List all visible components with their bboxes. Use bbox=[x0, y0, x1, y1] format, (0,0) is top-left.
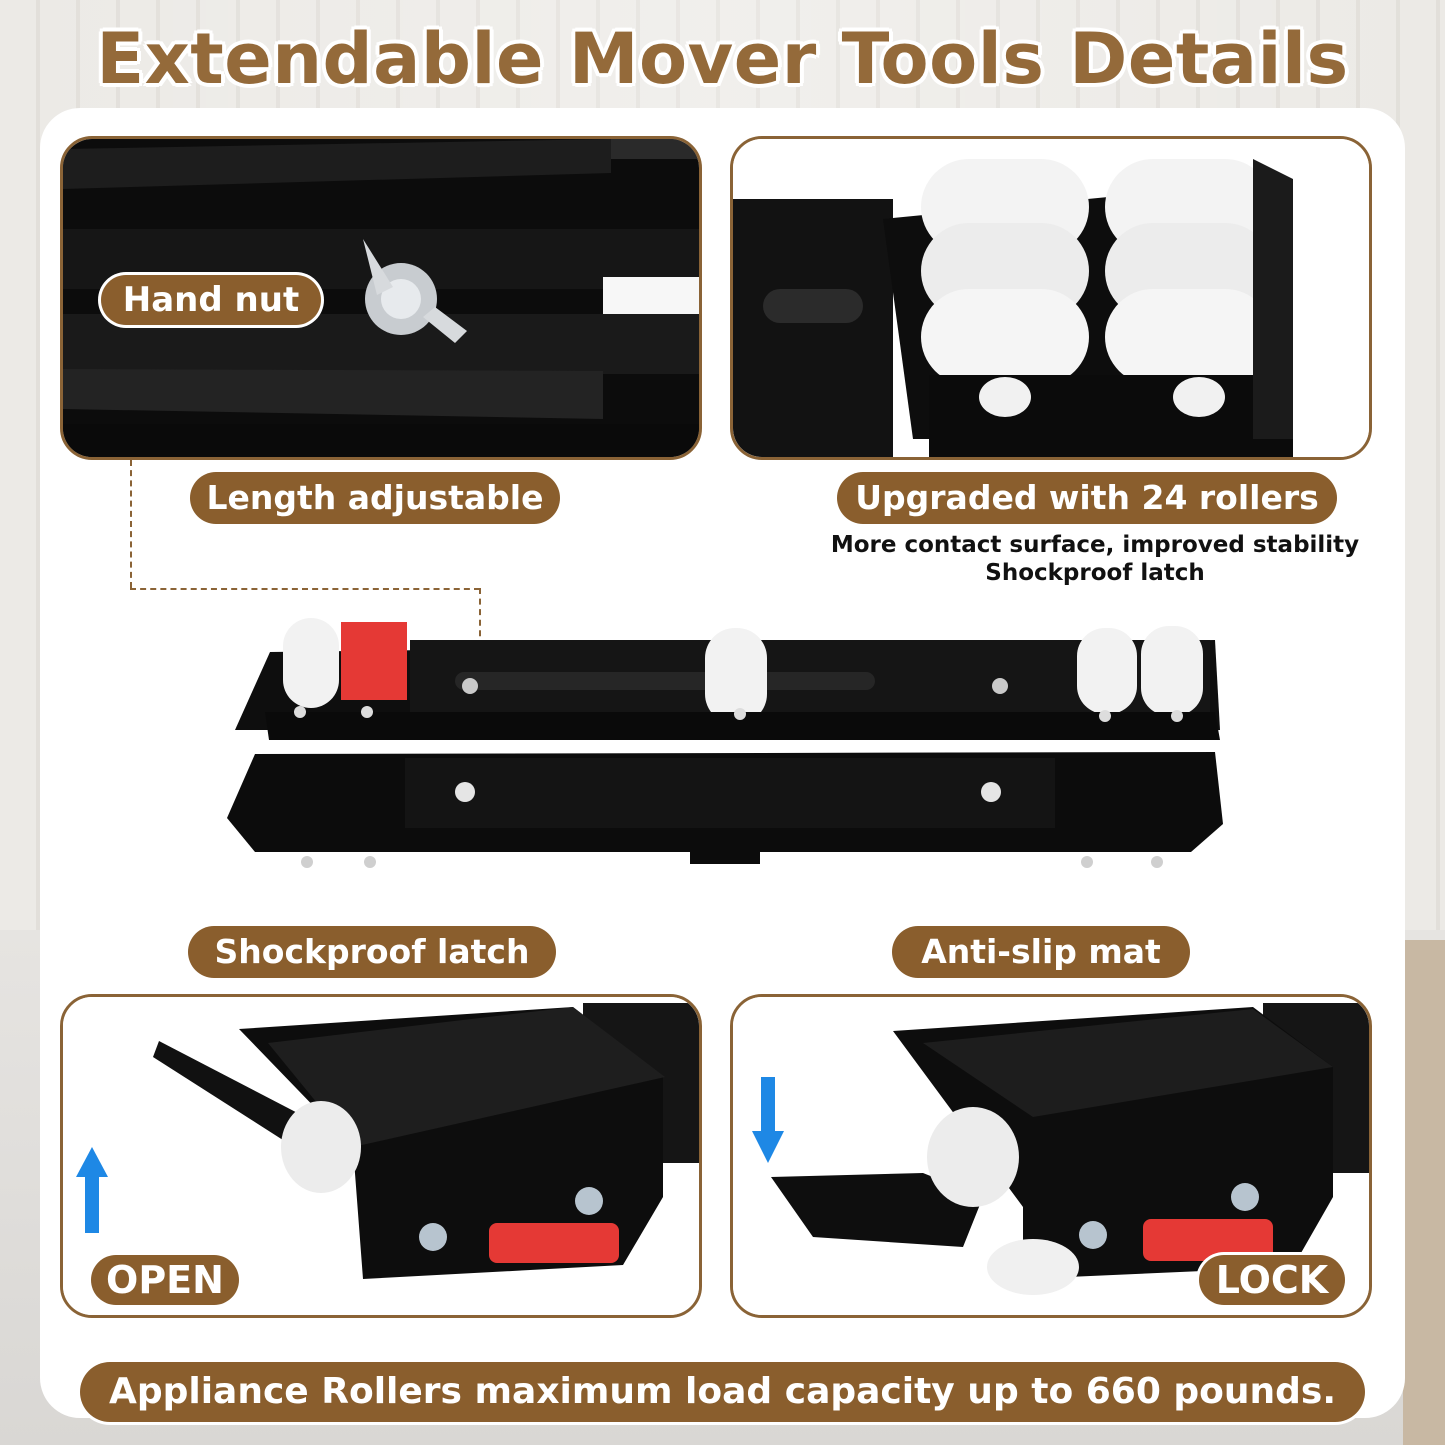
connector-line-vertical bbox=[130, 460, 132, 588]
wing-nut-right-icon bbox=[992, 678, 1008, 694]
rollers-note-2: Shockproof latch bbox=[985, 560, 1205, 586]
panel-latch-lock: LOCK bbox=[730, 994, 1372, 1318]
label-upgraded-rollers: Upgraded with 24 rollers bbox=[837, 472, 1337, 524]
product-illustration bbox=[227, 618, 1223, 868]
wing-nut-icon bbox=[363, 239, 467, 343]
hand-nut-photo bbox=[63, 139, 699, 457]
label-anti-slip-mat: Anti-slip mat bbox=[892, 926, 1190, 978]
wing-nut-left-icon bbox=[462, 678, 478, 694]
end-rollers-right bbox=[1077, 626, 1203, 716]
rollers-note-1: More contact surface, improved stability bbox=[830, 532, 1360, 558]
label-hand-nut: Hand nut bbox=[101, 275, 321, 325]
label-shockproof-latch: Shockproof latch bbox=[188, 926, 556, 978]
arrow-up-icon bbox=[76, 1147, 108, 1233]
panel-hand-nut: Hand nut bbox=[60, 136, 702, 460]
upper-rail bbox=[235, 618, 1220, 740]
roller-group-left bbox=[921, 159, 1089, 385]
connector-line-drop bbox=[479, 588, 481, 668]
lower-rail bbox=[227, 752, 1223, 868]
end-rollers-left bbox=[283, 618, 407, 708]
footer-banner: Appliance Rollers maximum load capacity … bbox=[80, 1362, 1365, 1422]
label-open: OPEN bbox=[91, 1255, 239, 1305]
panel-latch-open: OPEN bbox=[60, 994, 702, 1318]
rollers-photo bbox=[733, 139, 1369, 457]
label-length-adjustable: Length adjustable bbox=[190, 472, 560, 524]
connector-line-horizontal bbox=[130, 588, 480, 590]
roller-group-right bbox=[1105, 159, 1273, 385]
arrow-down-icon bbox=[752, 1077, 784, 1163]
page-title: Extendable Mover Tools Details bbox=[96, 18, 1349, 100]
panel-rollers bbox=[730, 136, 1372, 460]
label-lock: LOCK bbox=[1199, 1255, 1345, 1305]
background-cabinet bbox=[1403, 940, 1445, 1445]
